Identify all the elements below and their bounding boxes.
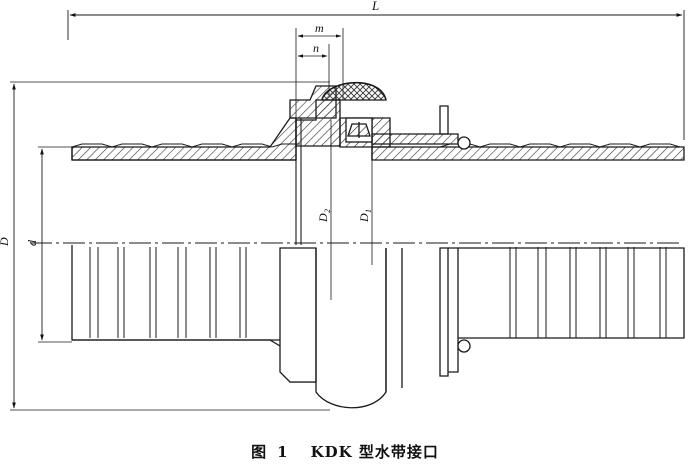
label-m: m	[315, 21, 324, 35]
svg-text:2: 2	[323, 209, 332, 213]
label-D: D	[0, 237, 11, 247]
seal-gasket	[321, 81, 387, 101]
caption-figure-label: 图	[251, 443, 268, 461]
coupling-drawing: L m n D d D 2 D 1	[0, 0, 685, 411]
label-n: n	[313, 41, 319, 55]
locking-claw	[345, 117, 373, 143]
pipe-wall-left	[71, 117, 300, 161]
svg-text:D: D	[316, 213, 330, 223]
label-d: d	[25, 239, 39, 246]
label-D2: D 2	[316, 209, 332, 223]
pipe-wall-right	[371, 143, 685, 161]
coupling-exterior	[279, 247, 471, 409]
dimension-L	[67, 10, 685, 140]
pipe-exterior-right	[458, 247, 685, 339]
caption-figure-number: 1	[277, 443, 289, 461]
dimension-d	[38, 146, 72, 343]
sleeve-lever	[371, 105, 471, 150]
svg-text:1: 1	[364, 209, 373, 213]
label-L: L	[371, 0, 379, 13]
label-D1: D 1	[357, 209, 373, 223]
dimension-D	[10, 81, 330, 411]
svg-text:D: D	[357, 213, 371, 223]
caption-title: KDK 型水带接口	[310, 443, 439, 461]
